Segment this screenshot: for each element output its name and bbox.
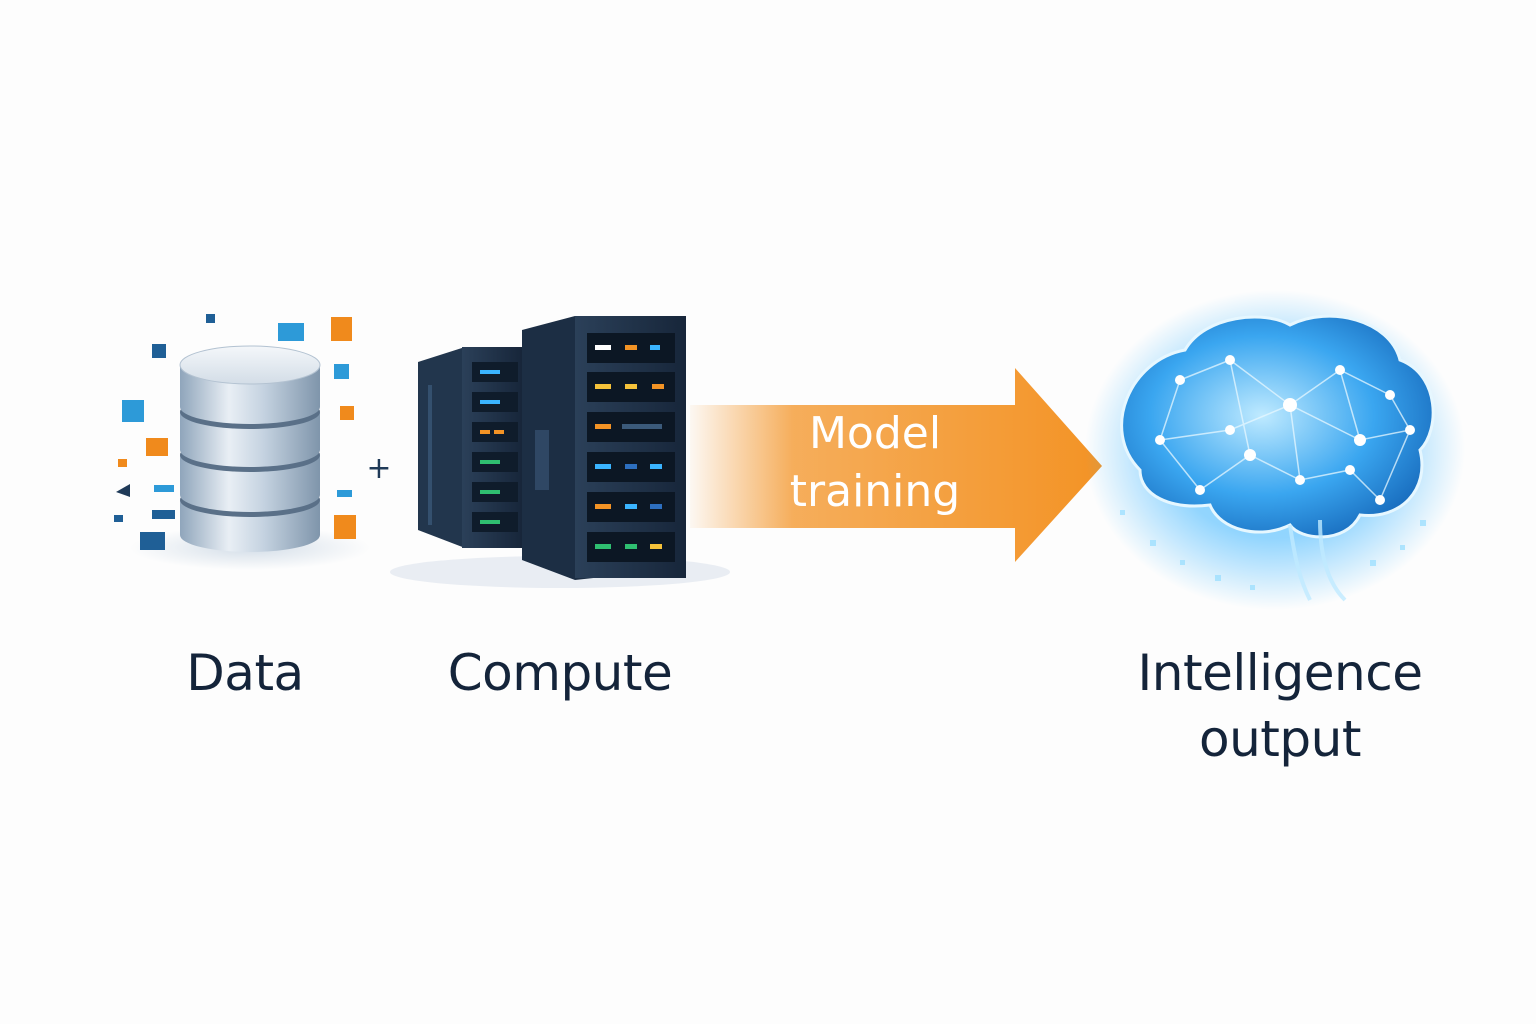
arrow-label: Model training (770, 405, 980, 521)
label-compute: Compute (447, 644, 673, 702)
label-intelligence-output: Intelligence output (1110, 640, 1450, 772)
server-rack-front (522, 316, 686, 580)
database-cylinder (179, 345, 321, 552)
data-particles (114, 314, 356, 550)
arrow-label-line2: training (789, 466, 961, 517)
label-intelligence-line2: output (1199, 710, 1361, 768)
server-rack-icon (390, 316, 730, 588)
arrow-label-line1: Model (808, 408, 942, 459)
plus-sign: + (366, 451, 391, 486)
neural-brain-icon (1085, 290, 1465, 610)
model-training-arrow (690, 368, 1102, 562)
database-icon (114, 314, 370, 570)
label-intelligence-line1: Intelligence (1137, 644, 1423, 702)
server-rack-back (418, 347, 522, 548)
label-data: Data (186, 644, 304, 702)
